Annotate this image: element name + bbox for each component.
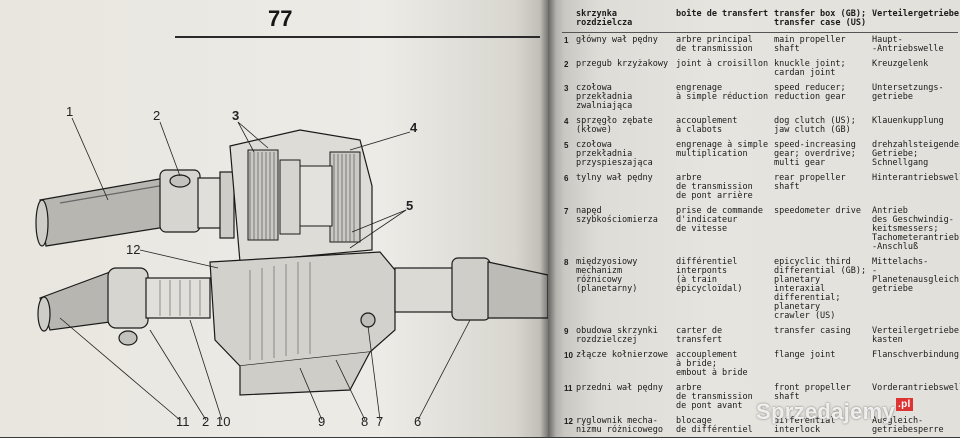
- term-german: Verteilergetriebe- kasten: [870, 324, 958, 348]
- term-english: knuckle joint; cardan joint: [772, 57, 870, 81]
- watermark-tld: .pl: [896, 398, 913, 411]
- left-page: 77: [0, 0, 548, 437]
- callout-2: 2: [153, 108, 160, 123]
- callout-5: 5: [406, 198, 413, 213]
- term-english: transfer casing: [772, 324, 870, 348]
- term-english: flange joint: [772, 348, 870, 381]
- term-german: Hinterantriebswelle: [870, 171, 958, 204]
- callout-8: 8: [361, 414, 368, 429]
- term-number: 12: [562, 414, 574, 438]
- term-german: Mittelachs- -Planetenausgleich- getriebe: [870, 255, 958, 324]
- header-polish: skrzynka rozdzielcza: [574, 8, 674, 33]
- callout-11: 11: [176, 414, 190, 429]
- callout-2-lower: 2: [202, 414, 209, 429]
- term-english: dog clutch (US); jaw clutch (GB): [772, 114, 870, 138]
- term-french: accouplement à clabots: [674, 114, 772, 138]
- term-polish: przegub krzyżakowy: [574, 57, 674, 81]
- term-number: 10: [562, 348, 574, 381]
- term-polish: obudowa skrzynki rozdzielczej: [574, 324, 674, 348]
- term-number: 2: [562, 57, 574, 81]
- callout-4: 4: [410, 120, 417, 135]
- header-english: transfer box (GB); transfer case (US): [772, 8, 870, 33]
- term-english: speed reducer; reduction gear: [772, 81, 870, 114]
- term-german: Klauenkupplung: [870, 114, 958, 138]
- callout-6: 6: [414, 414, 421, 429]
- term-number: 3: [562, 81, 574, 114]
- term-french: engrenage à simple réduction: [674, 81, 772, 114]
- callout-7: 7: [376, 414, 383, 429]
- term-number: 9: [562, 324, 574, 348]
- term-english: rear propeller shaft: [772, 171, 870, 204]
- term-polish: czołowa przekładnia zwalniająca: [574, 81, 674, 114]
- callout-12: 12: [126, 242, 140, 257]
- term-french: engrenage à simple multiplication: [674, 138, 772, 171]
- term-french: joint à croisillon: [674, 57, 772, 81]
- term-german: drehzahlsteigendes Getriebe; Schnellgang: [870, 138, 958, 171]
- term-french: prise de commande d'indicateur de vitess…: [674, 204, 772, 255]
- term-french: arbre de transmission de pont arrière: [674, 171, 772, 204]
- callout-1: 1: [66, 104, 73, 119]
- term-polish: międzyosiowy mechanizm różnicowy (planet…: [574, 255, 674, 324]
- term-polish: czołowa przekładnia przyspieszająca: [574, 138, 674, 171]
- term-number: 8: [562, 255, 574, 324]
- glossary-header-row: skrzynka rozdzielcza boîte de transfert …: [562, 8, 958, 33]
- term-number: 7: [562, 204, 574, 255]
- term-french: carter de transfert: [674, 324, 772, 348]
- term-polish: przedni wał pędny: [574, 381, 674, 414]
- term-french: arbre principal de transmission: [674, 33, 772, 58]
- term-german: Haupt- -Antriebswelle: [870, 33, 958, 58]
- term-english: speed-increasing gear; overdrive; multi …: [772, 138, 870, 171]
- watermark: Sprzedajemy.pl: [756, 399, 913, 425]
- term-number: 5: [562, 138, 574, 171]
- book-gutter: [540, 0, 556, 437]
- term-french: différentiel interponts (à train épicycl…: [674, 255, 772, 324]
- term-english: main propeller shaft: [772, 33, 870, 58]
- watermark-text: Sprzedajemy: [756, 399, 895, 424]
- term-english: speedometer drive: [772, 204, 870, 255]
- term-german: Untersetzungs- getriebe: [870, 81, 958, 114]
- transfer-box-cutaway-drawing: [0, 0, 548, 437]
- term-polish: sprzęgło zębate (kłowe): [574, 114, 674, 138]
- term-polish: tylny wał pędny: [574, 171, 674, 204]
- term-german: Flanschverbindung: [870, 348, 958, 381]
- term-number: 11: [562, 381, 574, 414]
- term-number: 4: [562, 114, 574, 138]
- term-german: Kreuzgelenk: [870, 57, 958, 81]
- term-english: epicyclic third differential (GB); plane…: [772, 255, 870, 324]
- callout-10: 10: [216, 414, 230, 429]
- term-polish: złącze kołnierzowe: [574, 348, 674, 381]
- callout-3: 3: [232, 108, 239, 123]
- header-french: boîte de transfert: [674, 8, 772, 33]
- callout-9: 9: [318, 414, 325, 429]
- term-polish: napęd szybkościomierza: [574, 204, 674, 255]
- term-polish: ryglownik mecha- nizmu różnicowego: [574, 414, 674, 438]
- glossary-table: skrzynka rozdzielcza boîte de transfert …: [562, 8, 958, 438]
- term-german: Antrieb des Geschwindig- keitsmessers; T…: [870, 204, 958, 255]
- term-number: 1: [562, 33, 574, 58]
- term-french: accouplement à bride; embout à bride: [674, 348, 772, 381]
- header-german: Verteilergetriebe: [870, 8, 958, 33]
- term-number: 6: [562, 171, 574, 204]
- term-polish: główny wał pędny: [574, 33, 674, 58]
